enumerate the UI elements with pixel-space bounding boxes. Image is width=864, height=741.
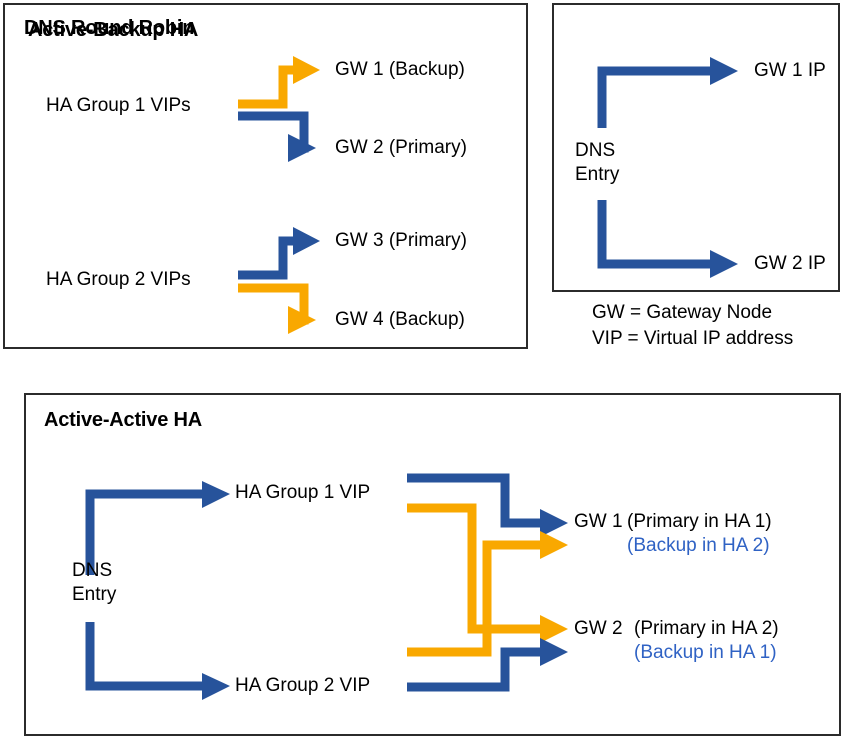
label-gw3-primary: GW 3 (Primary) <box>335 230 467 251</box>
label-gw2-primary-role: (Primary in HA 2) <box>634 618 779 639</box>
label-gw1-ip: GW 1 IP <box>754 60 826 81</box>
legend: GW = Gateway Node VIP = Virtual IP addre… <box>592 300 793 352</box>
label-dns-entry-line2: Entry <box>575 164 620 185</box>
label-ha-group-1-vips: HA Group 1 VIPs <box>46 95 191 116</box>
panel-title-dns-round-robin: DNS Round Robin <box>24 17 195 39</box>
panel-title-active-backup: Active-Backup HA <box>28 19 199 41</box>
legend-line-gw: GW = Gateway Node <box>592 302 773 323</box>
label-aa-dns-entry-line2: Entry <box>72 584 117 605</box>
label-gw1-primary-role: (Primary in HA 1) <box>627 511 772 532</box>
label-gw1-backup-role: (Backup in HA 2) <box>627 535 770 556</box>
label-ha-group-2-vip: HA Group 2 VIP <box>235 675 371 696</box>
label-aa-dns-entry-line1: DNS <box>72 560 113 581</box>
label-gw1-backup: GW 1 (Backup) <box>335 59 465 80</box>
label-ha-group-1-vip: HA Group 1 VIP <box>235 482 371 503</box>
label-gw2-name: GW 2 <box>574 618 623 639</box>
label-gw2-primary: GW 2 (Primary) <box>335 137 467 158</box>
label-ha-group-2-vips: HA Group 2 VIPs <box>46 269 191 290</box>
panel-title-active-active: Active-Active HA <box>44 409 202 431</box>
label-gw1-name: GW 1 <box>574 511 623 532</box>
label-gw2-ip: GW 2 IP <box>754 253 826 274</box>
panel-active-active-ha <box>24 393 841 736</box>
label-gw2-backup-role: (Backup in HA 1) <box>634 642 777 663</box>
label-dns-entry-line1: DNS <box>575 140 616 161</box>
label-gw4-backup: GW 4 (Backup) <box>335 309 465 330</box>
panel-active-backup-ha <box>3 3 528 349</box>
legend-line-vip: VIP = Virtual IP address <box>592 328 794 349</box>
